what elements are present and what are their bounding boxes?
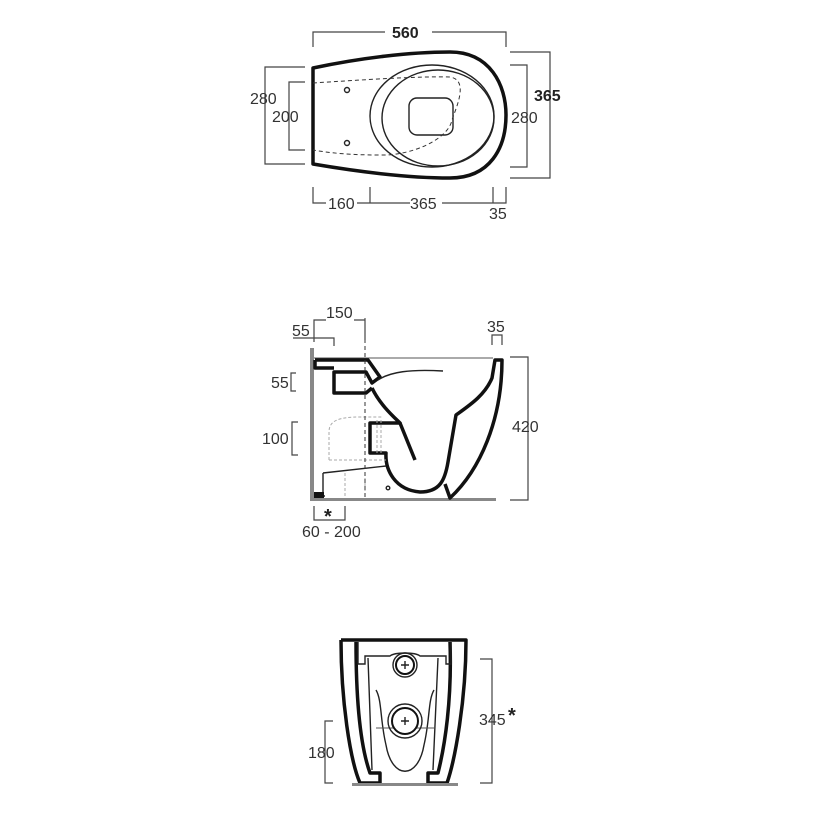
dim-60-200: 60 - 200: [302, 524, 361, 541]
inlet-curve: [377, 369, 444, 381]
dim-200: 200: [272, 109, 299, 126]
hidden-contour: [312, 76, 461, 156]
wall-base-block: [314, 492, 324, 498]
dim-line-280-right: [510, 64, 528, 168]
dim-365-bottom: 365: [410, 196, 437, 213]
fixing-hole-side: [385, 485, 391, 491]
inlet-cross-icon: [401, 661, 409, 669]
dim-asterisk-rear: *: [508, 705, 516, 727]
dim-160: 160: [328, 196, 355, 213]
dim-line-180: [324, 720, 333, 784]
dim-line-560: [312, 31, 507, 47]
dim-560: 560: [392, 25, 419, 42]
bowl-inner: [368, 358, 504, 500]
inlet-body: [313, 358, 382, 395]
dim-line-365: [510, 51, 551, 179]
dim-line-bottom: [312, 187, 507, 204]
side-view: 150 55 35 420 55 100 * 60 - 200: [262, 305, 539, 541]
dim-55-left: 55: [271, 375, 289, 392]
fixing-hole: [343, 86, 351, 94]
dim-420: 420: [512, 419, 539, 436]
seat-ring-outer: [369, 64, 495, 168]
dim-line-100: [291, 421, 298, 456]
dim-55-top: 55: [292, 323, 310, 340]
outlet-cross-icon: [401, 717, 409, 725]
bowl-opening: [408, 97, 454, 136]
dim-180: 180: [308, 745, 335, 762]
dim-150: 150: [326, 305, 353, 322]
dim-100: 100: [262, 431, 289, 448]
dim-280-left: 280: [250, 91, 277, 108]
dim-line-55-top: [293, 337, 335, 346]
floor: [310, 498, 496, 501]
rear-view: 345 * 180: [308, 638, 516, 786]
dim-line-55-left: [290, 372, 296, 392]
dim-line-range: [313, 506, 346, 521]
trap-line: [398, 422, 417, 461]
seat-ring-inner: [381, 69, 495, 167]
dim-280-right: 280: [511, 110, 538, 127]
outlet-hole-ring: [387, 703, 423, 739]
pan-connector: [316, 465, 387, 497]
dim-line-345: [480, 658, 493, 784]
top-view: 560 365 280 280 200 160 365 35: [250, 25, 561, 223]
dim-line-280-left: [264, 66, 305, 165]
dim-line-150: [313, 319, 366, 342]
fixing-hole: [343, 139, 351, 147]
dim-345: 345: [479, 712, 506, 729]
rear-inner-body: [367, 657, 439, 772]
hidden-waste-pipe: [328, 416, 386, 498]
inlet-hole-ring: [392, 652, 418, 678]
dim-35-side: 35: [487, 319, 505, 336]
dim-365: 365: [534, 88, 561, 105]
dim-35: 35: [489, 206, 507, 223]
dim-line-420: [510, 356, 529, 501]
dim-line-35: [491, 334, 503, 345]
dim-line-200: [288, 81, 305, 151]
wall: [310, 348, 314, 500]
top-view-outline: [311, 50, 508, 180]
dim-asterisk-side: *: [324, 506, 332, 528]
rear-floor: [352, 783, 458, 786]
